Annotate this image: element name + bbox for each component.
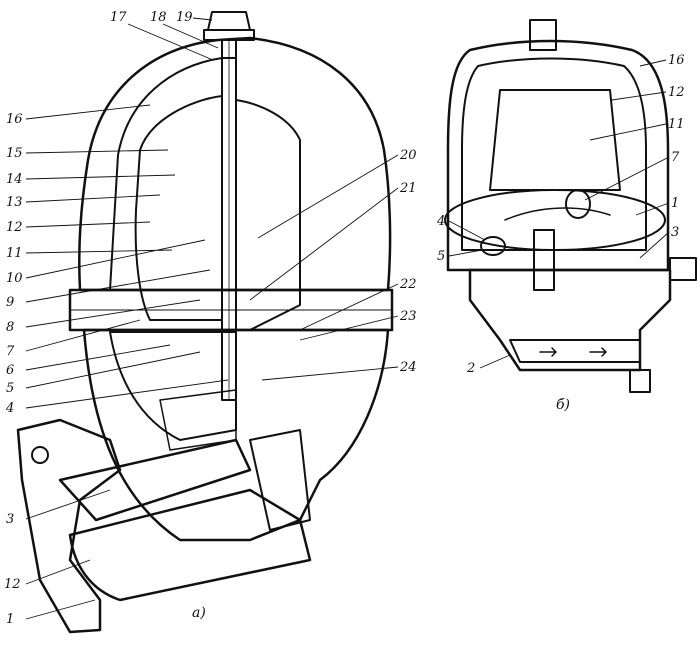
flange-band-a bbox=[68, 288, 394, 332]
label-a-9: 9 bbox=[6, 295, 14, 310]
cap-a bbox=[78, 36, 392, 292]
bolt-hole-a bbox=[31, 446, 49, 464]
labels-b-right: 16 12 11 7 1 3 bbox=[584, 53, 685, 259]
label-a-23: 23 bbox=[399, 309, 417, 324]
label-a-17: 17 bbox=[110, 10, 127, 25]
leaders-b-right bbox=[584, 59, 670, 259]
rotor-a bbox=[134, 95, 223, 321]
label-a-22: 22 bbox=[399, 277, 417, 292]
pipe-a-outlet bbox=[249, 429, 311, 531]
leaders-a-right bbox=[249, 154, 399, 381]
housing-a bbox=[82, 328, 390, 542]
pipe-a-upper bbox=[58, 438, 252, 522]
axle-b bbox=[533, 229, 555, 291]
label-b-5: 5 bbox=[437, 249, 445, 264]
cap-a-cutaway bbox=[109, 57, 237, 291]
cap-b-cutaway bbox=[461, 57, 647, 251]
label-a-4: 4 bbox=[5, 401, 14, 416]
label-b-4: 4 bbox=[436, 214, 445, 229]
flow-arrows-b bbox=[539, 347, 607, 357]
labels-a-top: 17 18 19 bbox=[110, 10, 219, 61]
label-a-10: 10 bbox=[6, 271, 23, 286]
label-a-16: 16 bbox=[6, 112, 23, 127]
fitting-b bbox=[669, 257, 697, 281]
label-a-12b: 12 bbox=[4, 577, 21, 592]
leaders-b-left bbox=[448, 220, 511, 369]
label-b-2: 2 bbox=[466, 361, 475, 376]
nozzle-b-left bbox=[480, 236, 506, 256]
washer-a bbox=[203, 29, 255, 41]
labels-a-right: 20 21 22 23 24 bbox=[249, 148, 417, 381]
filter-b-drawing bbox=[444, 19, 697, 393]
label-b-3: 3 bbox=[671, 225, 679, 240]
label-b-16: 16 bbox=[668, 53, 685, 68]
label-a-7: 7 bbox=[6, 344, 15, 359]
rotor-b bbox=[489, 89, 621, 191]
flow-arrow-b bbox=[504, 207, 611, 221]
pipe-a-lower bbox=[68, 488, 312, 602]
labels-b-left: 4 5 2 bbox=[436, 214, 511, 376]
label-a-20: 20 bbox=[399, 148, 417, 163]
label-a-5: 5 bbox=[6, 381, 14, 396]
label-b-11: 11 bbox=[668, 117, 685, 132]
label-a-6: 6 bbox=[6, 363, 14, 378]
label-a-15: 15 bbox=[6, 146, 23, 161]
top-nut-a bbox=[207, 11, 251, 31]
label-a-8: 8 bbox=[6, 320, 14, 335]
housing-a-cutaway bbox=[109, 331, 237, 441]
label-a-14: 14 bbox=[6, 172, 23, 187]
label-a-18: 18 bbox=[150, 10, 167, 25]
nozzle-b-right bbox=[565, 189, 591, 219]
labels-a-left: 16 15 14 13 12 11 10 9 8 7 6 5 4 3 12 1 bbox=[4, 104, 229, 627]
label-a-3: 3 bbox=[6, 512, 14, 527]
leaders-a-top bbox=[127, 17, 219, 61]
caption-a: а) bbox=[192, 605, 206, 621]
base-b-channel bbox=[509, 339, 641, 363]
label-a-11: 11 bbox=[6, 246, 23, 261]
label-a-13: 13 bbox=[6, 195, 23, 210]
drain-b bbox=[629, 369, 651, 393]
label-b-12: 12 bbox=[668, 85, 685, 100]
rotor-a-right bbox=[235, 99, 301, 331]
inlet-flange-a bbox=[16, 418, 122, 634]
label-a-1: 1 bbox=[6, 612, 14, 627]
caption-b: б) bbox=[556, 397, 570, 413]
cap-b bbox=[446, 39, 670, 272]
leaders-a-left bbox=[25, 104, 229, 620]
label-a-24: 24 bbox=[399, 360, 417, 375]
label-a-19: 19 bbox=[176, 10, 193, 25]
label-b-1: 1 bbox=[671, 196, 679, 211]
label-a-12: 12 bbox=[6, 220, 23, 235]
top-nut-b bbox=[529, 19, 557, 51]
label-b-7: 7 bbox=[671, 150, 680, 165]
filter-a-drawing bbox=[16, 11, 394, 634]
label-a-21: 21 bbox=[399, 181, 417, 196]
